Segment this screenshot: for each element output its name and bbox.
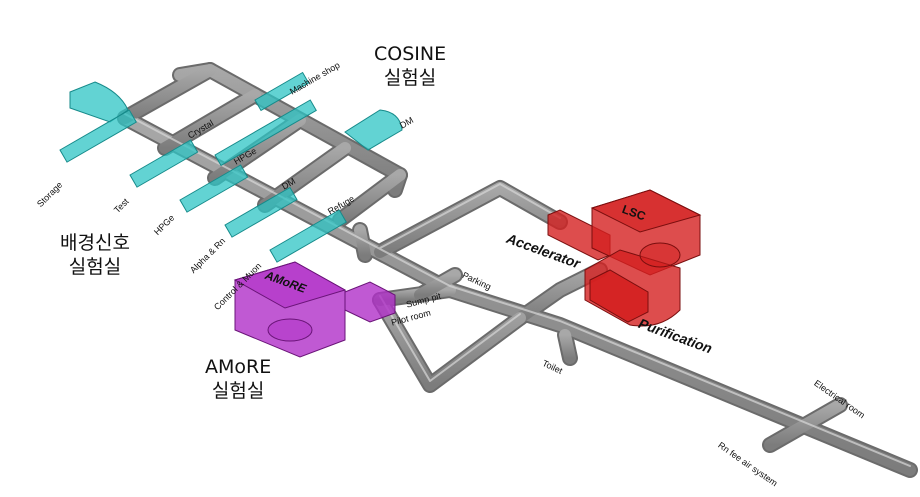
alpha-tunnel	[224, 186, 298, 238]
hpge-tunnel	[179, 164, 249, 213]
amore-lab: 실험실	[211, 380, 265, 402]
cosine-name: COSINE	[374, 43, 447, 65]
control-tunnel	[269, 209, 347, 263]
cyan-rooms	[59, 71, 403, 263]
cosine-lab: 실험실	[383, 67, 437, 89]
cosine-label: COSINE 실험실	[374, 42, 446, 90]
cosine-dm-room	[344, 109, 403, 151]
crystal-tunnel	[214, 99, 317, 167]
amore-label: AMoRE 실험실	[205, 355, 271, 403]
lsc-complex	[547, 189, 702, 327]
background-label: 배경신호 실험실	[60, 231, 130, 279]
tunnel-network	[117, 62, 918, 478]
pilot-room-box	[344, 281, 396, 323]
test-tunnel	[129, 139, 199, 188]
machine-tunnel	[254, 71, 310, 112]
storage-tunnel	[59, 109, 137, 163]
amore-lab	[233, 261, 396, 358]
background-name: 배경신호	[60, 232, 130, 254]
background-lab: 실험실	[68, 256, 122, 278]
amore-name: AMoRE	[205, 356, 272, 378]
